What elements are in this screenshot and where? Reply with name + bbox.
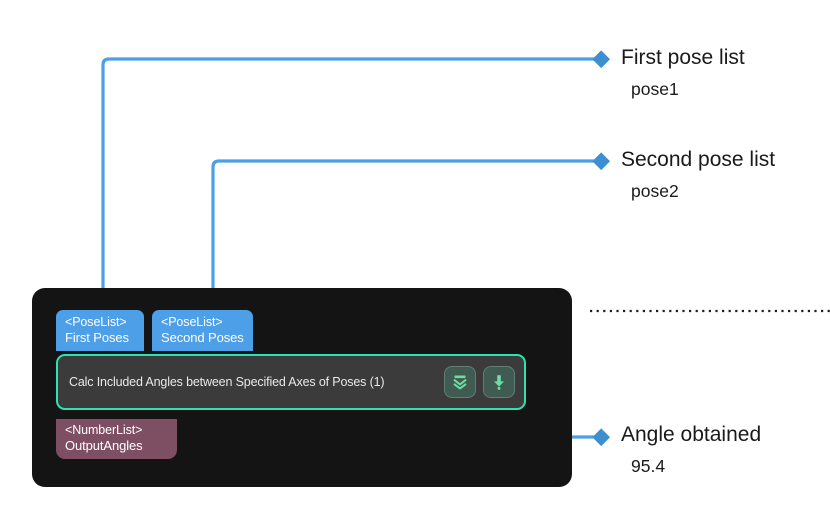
collapse-double-chevron-down-icon [453,375,467,390]
port-name-label: First Poses [65,329,129,345]
arrow-down-execute-button[interactable] [483,366,515,398]
input-port-second-poses[interactable]: <PoseList> Second Poses [152,310,253,352]
annotation-value: 95.4 [631,456,666,477]
diamond-marker-icon [592,428,611,447]
collapse-double-chevron-down-button[interactable] [444,366,476,398]
port-type-label: <PoseList> [65,315,127,329]
graph-node[interactable]: <PoseList> First Poses <PoseList> Second… [32,288,572,487]
diamond-marker-icon [592,50,611,69]
arrow-down-execute-icon [494,375,504,390]
annotation-angle-obtained: Angle obtained 95.4 [621,423,761,476]
annotation-first-pose-list: First pose list pose1 [621,46,745,99]
port-name-label: Second Poses [161,329,244,345]
port-type-label: <NumberList> [65,423,143,437]
diamond-marker-icon [592,152,611,171]
annotation-second-pose-list: Second pose list pose2 [621,148,775,201]
node-title-label: Calc Included Angles between Specified A… [69,375,385,389]
input-port-first-poses[interactable]: <PoseList> First Poses [56,310,144,352]
annotation-value: pose1 [631,79,679,100]
node-title-bar[interactable]: Calc Included Angles between Specified A… [56,354,526,410]
output-port-output-angles[interactable]: <NumberList> OutputAngles [56,419,177,460]
annotation-title: First pose list [621,46,745,69]
port-type-label: <PoseList> [161,315,223,329]
wire-first-pose [101,57,598,319]
node-button-group [444,366,515,398]
input-port-row: <PoseList> First Poses <PoseList> Second… [56,310,253,352]
annotation-title: Angle obtained [621,423,762,446]
annotation-title: Second pose list [621,148,776,171]
annotation-value: pose2 [631,181,679,202]
port-name-label: OutputAngles [65,437,143,453]
